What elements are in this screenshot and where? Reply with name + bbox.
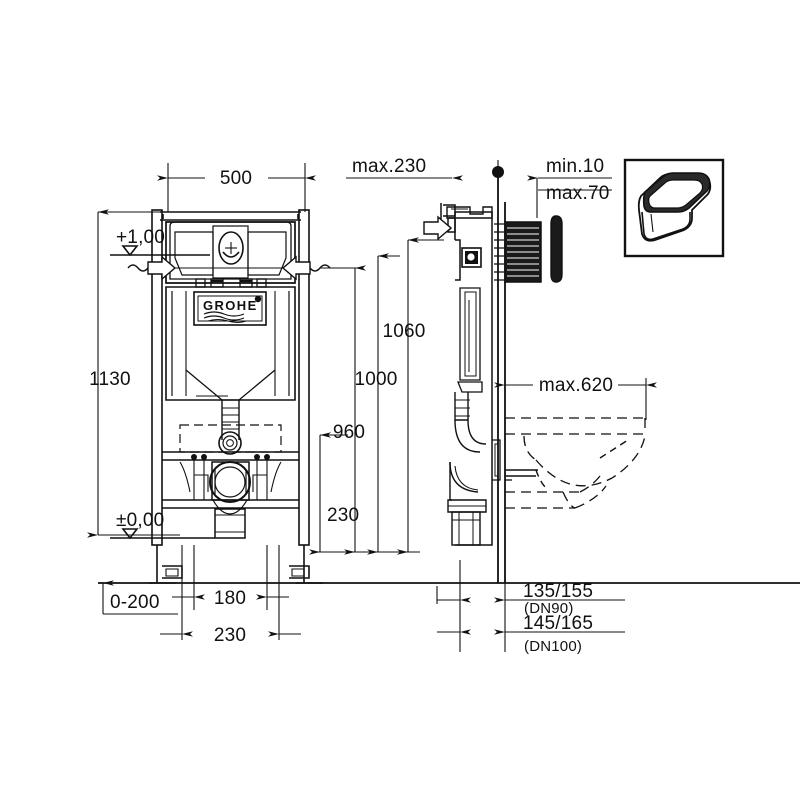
side-view-group — [440, 160, 563, 583]
dim-230-bottom — [160, 545, 301, 640]
side-top-bracket — [446, 206, 493, 219]
dim-dn100-label: (DN100) — [524, 638, 582, 655]
dim-dn90 — [436, 560, 625, 652]
level-plus-one-label: +1,00 — [116, 227, 165, 248]
dim-dn100-value: 145/165 — [523, 613, 593, 634]
break-squiggle-icon-left — [127, 255, 300, 281]
flush-pipe — [218, 400, 242, 455]
wall-hung-toilet-icon — [637, 172, 712, 242]
frame-top-rail — [160, 211, 301, 221]
dim-230-side-label: 230 — [327, 505, 359, 526]
dim-dn90-label: (DN90) — [524, 600, 574, 617]
dim-180 — [172, 545, 289, 610]
dim-max230-label: max.230 — [352, 156, 426, 177]
cistern-lower-body — [165, 286, 296, 401]
dim-180-label: 180 — [214, 588, 246, 609]
side-flush-button — [461, 247, 482, 268]
dim-500-label: 500 — [220, 168, 252, 189]
break-squiggle-icon-side — [423, 215, 453, 241]
dim-1000-label: 1000 — [354, 369, 397, 390]
level-plus-one — [110, 245, 210, 256]
dim-min10-max70 — [527, 175, 612, 218]
dim-min10-label: min.10 — [546, 156, 604, 177]
dim-230-bottom-label: 230 — [214, 625, 246, 646]
dim-960-label: 960 — [333, 422, 365, 443]
dashed-toilet-outline — [505, 417, 646, 509]
grohe-logo-plate: GROHE — [193, 291, 267, 326]
side-internal-channel — [457, 287, 483, 393]
outlet-assembly — [209, 461, 251, 539]
dim-1130-label: 1130 — [89, 369, 131, 390]
product-thumbnail-box — [623, 158, 725, 258]
level-zero — [110, 528, 215, 539]
cover-plate — [550, 215, 563, 283]
side-outlet-pipework — [447, 392, 487, 546]
dim-0-200-label: 0-200 — [110, 592, 160, 613]
front-view-group: GROHE — [149, 209, 323, 584]
dim-500 — [157, 163, 316, 212]
grohe-logo-text: GROHE — [203, 298, 258, 313]
side-view-dimensions: max.230 230 960 1000 1060 m — [309, 156, 657, 655]
cistern-inner-chambers — [174, 225, 287, 279]
level-zero-label: ±0,00 — [116, 510, 164, 531]
front-view-dimensions: 500 1130 +1,00 ±0,00 — [87, 163, 800, 646]
side-mounting-slot — [492, 439, 501, 481]
actuator-plate — [494, 221, 542, 283]
dim-max70-label: max.70 — [546, 183, 610, 204]
dim-dn90-value: 135/155 — [523, 581, 593, 602]
dim-max620 — [494, 378, 657, 420]
dim-1130 — [87, 209, 180, 538]
dim-max620-label: max.620 — [539, 375, 613, 396]
dim-vertical-chain — [309, 237, 444, 555]
toilet-bracket-detail — [505, 439, 629, 489]
dim-0-200 — [102, 580, 178, 615]
break-squiggle-icon-right — [281, 255, 331, 281]
outlet-fixing-bolts — [179, 454, 282, 500]
dim-1060-label: 1060 — [382, 321, 425, 342]
